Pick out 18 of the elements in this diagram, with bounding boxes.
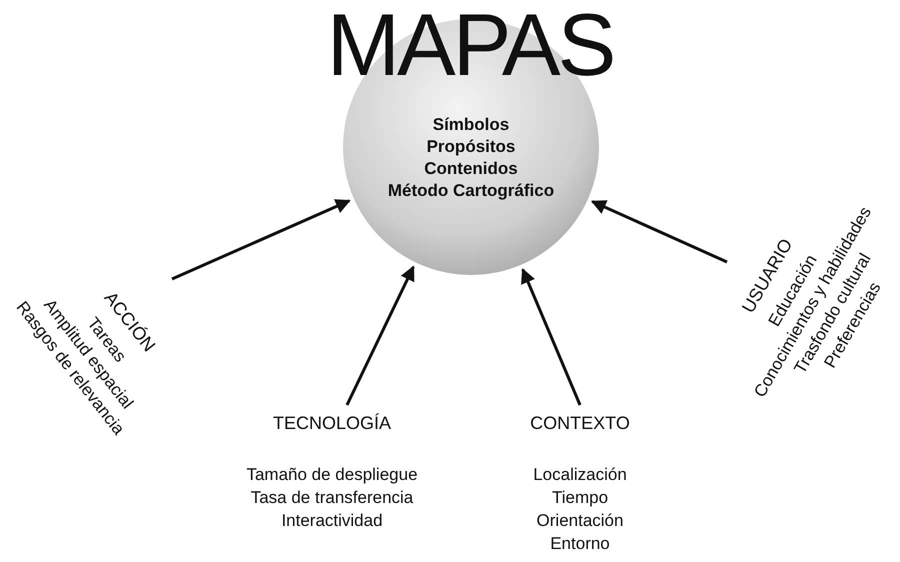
item-text: Tasa de transferencia [250,487,414,509]
item-text: Tamaño de despliegue [245,464,419,486]
item-text: Interactividad [280,510,384,532]
node-text: Contenidos [423,158,519,180]
title: MAPAS [326,0,614,96]
category-heading: TECNOLOGÍA [272,412,392,435]
item-text: Entorno [549,533,611,555]
node-text: Símbolos [432,114,510,136]
item-text: Tiempo [550,487,610,509]
arrow [590,200,728,264]
item-text: Orientación [536,510,624,532]
node-text: Método Cartográfico [386,180,556,202]
node-text: Propósitos [426,136,516,158]
arrow [171,199,351,280]
arrow [521,268,582,406]
category-heading: CONTEXTO [529,412,631,435]
item-text: Localización [532,464,628,486]
arrow [346,266,415,406]
